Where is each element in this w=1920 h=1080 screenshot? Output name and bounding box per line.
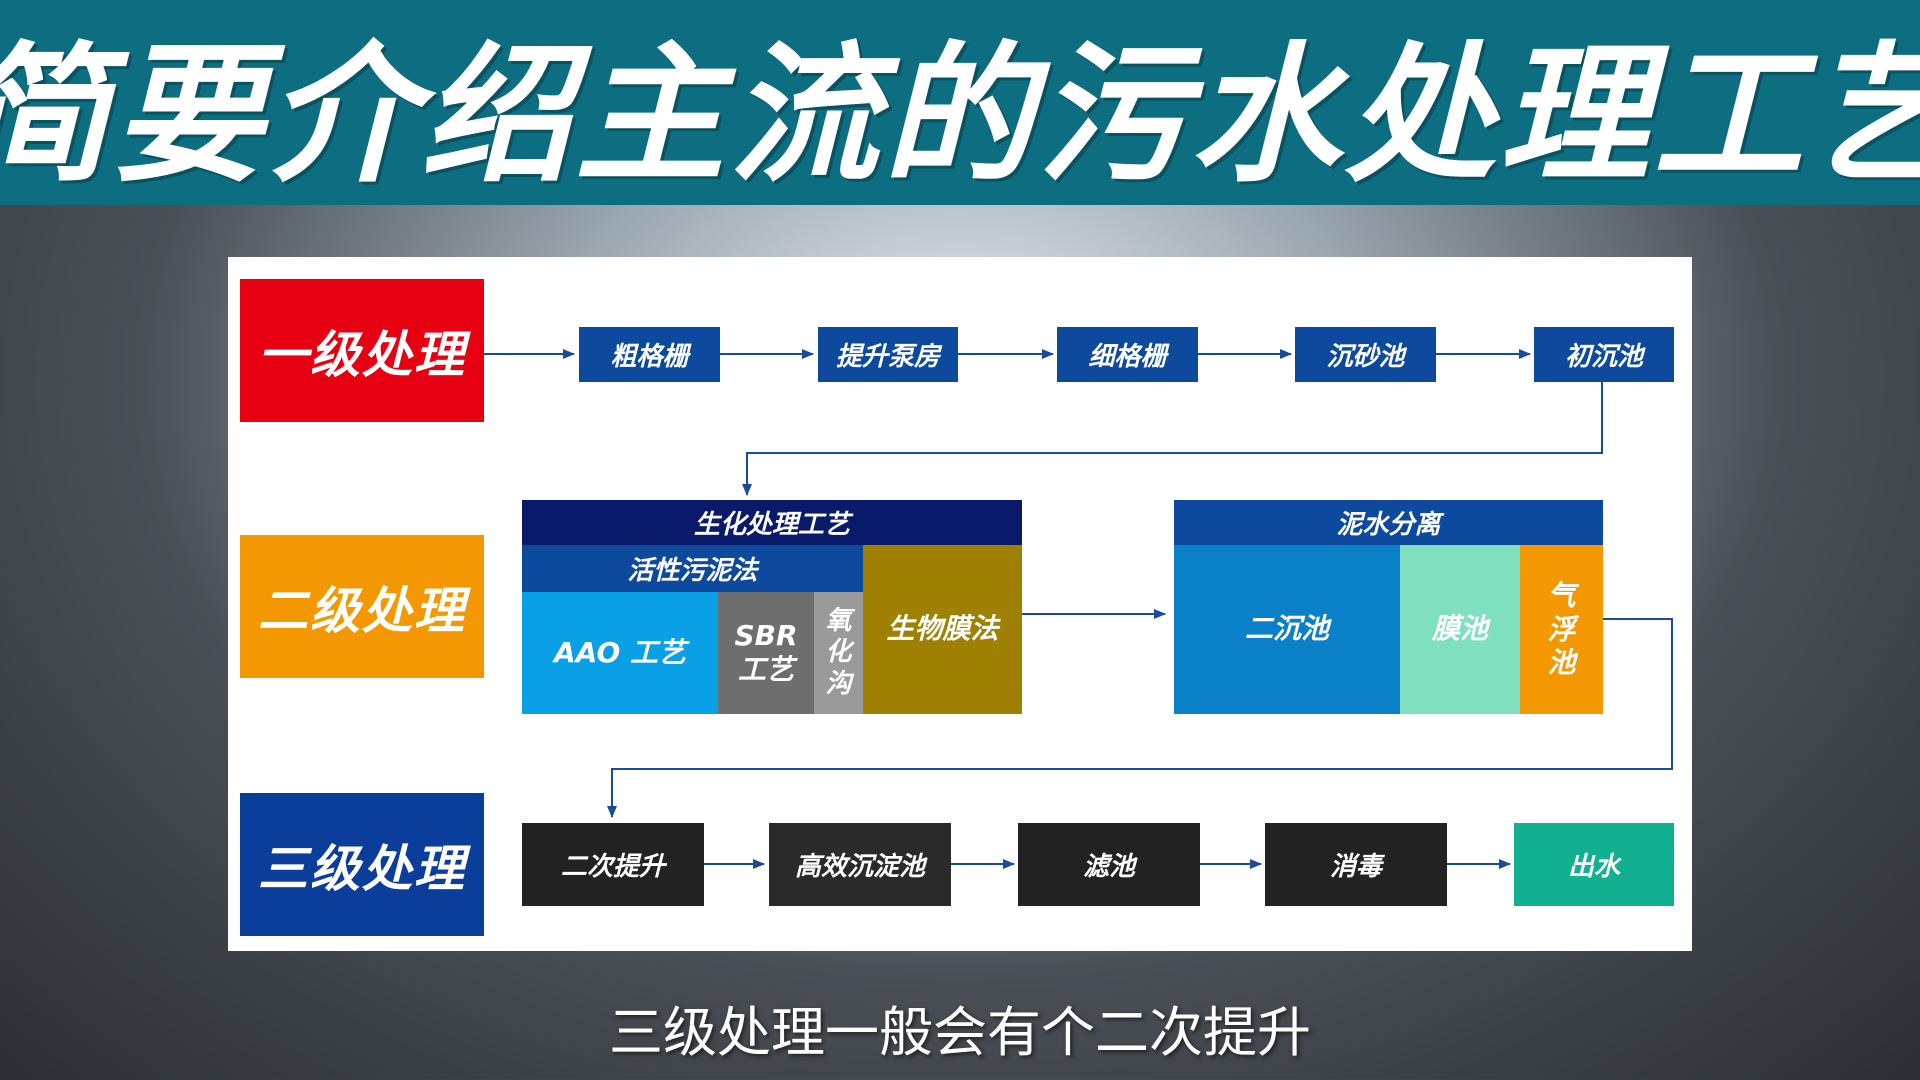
tertiary-step-label: 滤池 [1082, 852, 1135, 882]
sbr-process: SBR 工艺 [718, 592, 814, 714]
tertiary-step-label: 高效沉淀池 [794, 852, 925, 882]
primary-step-grit-chamber: 沉砂池 [1295, 327, 1436, 382]
separation-header-label: 泥水分离 [1336, 510, 1441, 540]
membrane-tank: 膜池 [1400, 545, 1520, 714]
ditch-char: 氧 [825, 606, 852, 637]
primary-step-coarse-screen: 粗格栅 [579, 327, 720, 382]
biofilm-process: 生物膜法 [863, 545, 1022, 714]
primary-step-label: 初沉池 [1564, 342, 1643, 372]
title-banner: 简要介绍主流的污水处理工艺 [0, 0, 1920, 205]
ditch-char: 化 [825, 637, 852, 668]
primary-step-fine-screen: 细格栅 [1057, 327, 1198, 382]
tertiary-step-label: 二次提升 [560, 852, 665, 882]
tertiary-step-filter: 滤池 [1018, 823, 1200, 906]
subtitle-caption: 三级处理一般会有个二次提升 [609, 1001, 1311, 1064]
aao-process: AAO 工艺 [522, 592, 718, 714]
primary-step-label: 提升泵房 [835, 342, 940, 372]
secondary-clarifier: 二沉池 [1174, 545, 1400, 714]
tertiary-step-high-efficiency-sedimentation: 高效沉淀池 [769, 823, 951, 906]
sbr-label-line1: SBR [734, 619, 798, 653]
page-title: 简要介绍主流的污水处理工艺 [0, 29, 1920, 203]
primary-step-label: 沉砂池 [1326, 342, 1405, 372]
tertiary-step-secondary-lift: 二次提升 [522, 823, 704, 906]
flotation-tank: 气 浮 池 [1520, 545, 1603, 714]
secondary-clarifier-label: 二沉池 [1244, 612, 1329, 646]
flotation-char: 池 [1547, 646, 1576, 680]
tertiary-step-label: 消毒 [1329, 852, 1382, 882]
membrane-tank-label: 膜池 [1431, 612, 1488, 646]
tertiary-step-label: 出水 [1567, 852, 1620, 882]
tertiary-step-outlet: 出水 [1514, 823, 1674, 906]
biochem-header-label: 生化处理工艺 [693, 510, 850, 540]
level-primary-label: 一级处理 [258, 325, 466, 384]
separation-header: 泥水分离 [1174, 500, 1603, 545]
flotation-char: 浮 [1547, 612, 1576, 646]
level-primary: 一级处理 [240, 279, 484, 422]
tertiary-step-disinfection: 消毒 [1265, 823, 1447, 906]
connector-lines [484, 349, 1673, 869]
activated-sludge-label: 活性污泥法 [627, 556, 758, 586]
biofilm-label: 生物膜法 [886, 612, 999, 646]
primary-step-label: 粗格栅 [610, 342, 689, 372]
sbr-label-line2: 工艺 [737, 653, 794, 686]
arrow-secondary-to-tertiary [607, 618, 1673, 818]
level-tertiary-label: 三级处理 [258, 839, 466, 898]
aao-label: AAO 工艺 [553, 635, 687, 669]
primary-step-label: 细格栅 [1088, 342, 1167, 372]
level-tertiary: 三级处理 [240, 793, 484, 936]
primary-step-primary-clarifier: 初沉池 [1534, 327, 1674, 382]
primary-step-lift-pump: 提升泵房 [818, 327, 958, 382]
arrow-primary-to-secondary [742, 382, 1603, 496]
activated-sludge-header: 活性污泥法 [522, 545, 863, 592]
level-secondary: 二级处理 [240, 535, 484, 678]
biochem-header: 生化处理工艺 [522, 500, 1022, 545]
process-diagram: 一级处理 二级处理 三级处理 粗格栅 提升泵房 细格栅 沉砂池 初沉池 生化处理… [228, 257, 1692, 951]
ditch-char: 沟 [825, 668, 852, 699]
flotation-char: 气 [1547, 579, 1576, 613]
oxidation-ditch: 氧 化 沟 [814, 592, 863, 714]
level-secondary-label: 二级处理 [258, 581, 466, 640]
